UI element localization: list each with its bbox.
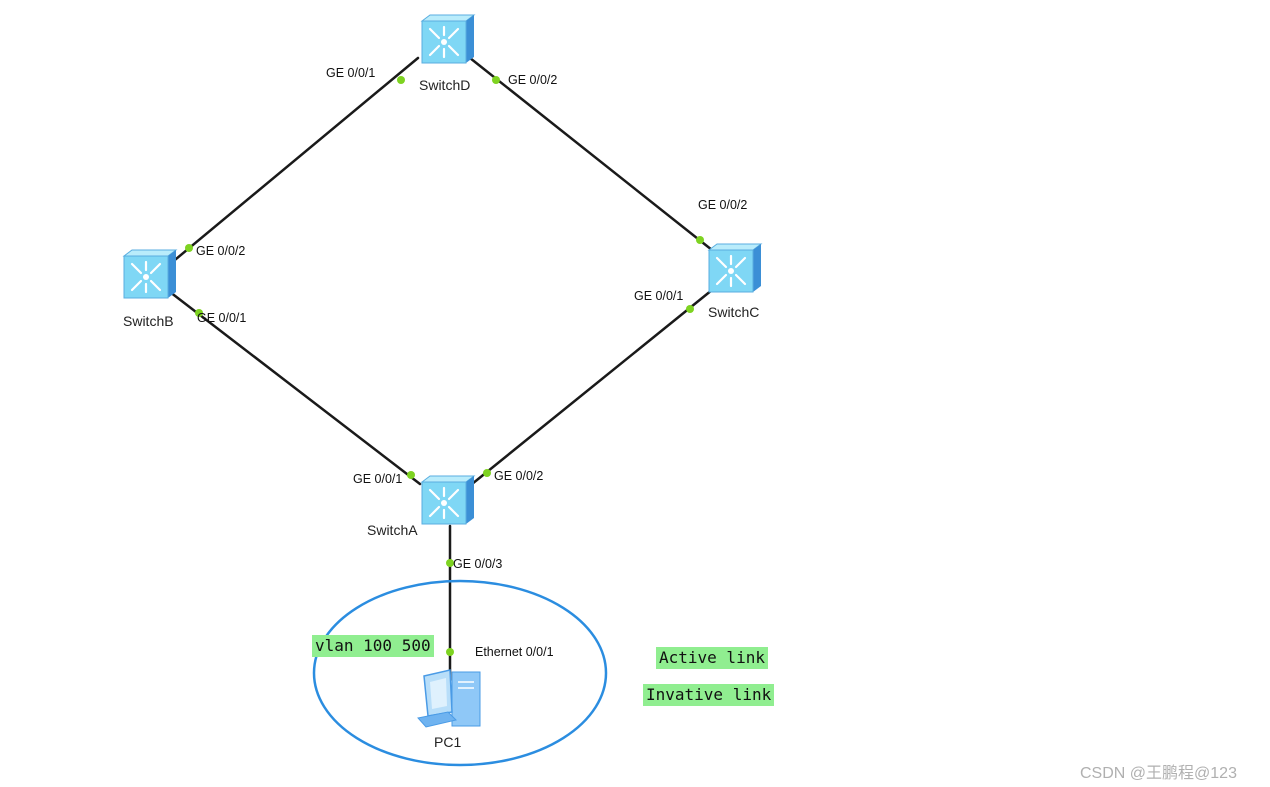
port-dot	[407, 471, 415, 479]
inactive-link-tag: Invative link	[643, 684, 775, 706]
active-link-tag: Active link	[656, 647, 768, 669]
port-dot	[185, 244, 193, 252]
port-dot	[397, 76, 405, 84]
port-label-b-ge002: GE 0/0/2	[196, 244, 246, 258]
port-label-b-ge001: GE 0/0/1	[197, 311, 247, 325]
port-dot	[492, 76, 500, 84]
vlan-tag: vlan 100 500	[312, 635, 434, 657]
watermark: CSDN @王鹏程@123	[1080, 765, 1237, 782]
switch-b-name: SwitchB	[123, 313, 174, 329]
switch-icon[interactable]	[420, 13, 476, 65]
port-label-a-ge003: GE 0/0/3	[453, 557, 503, 571]
port-label-pc-eth001: Ethernet 0/0/1	[475, 645, 554, 659]
switch-icon[interactable]	[122, 248, 178, 300]
port-dot	[446, 648, 454, 656]
switch-d-name: SwitchD	[419, 77, 471, 93]
switch-icon[interactable]	[707, 242, 763, 294]
switch-a-name: SwitchA	[367, 522, 418, 538]
port-dot	[483, 469, 491, 477]
port-dot	[195, 309, 203, 317]
port-label-d-ge001: GE 0/0/1	[326, 66, 376, 80]
port-label-c-ge002: GE 0/0/2	[698, 198, 748, 212]
port-dot	[686, 305, 694, 313]
port-label-a-ge002: GE 0/0/2	[494, 469, 544, 483]
pc-icon[interactable]	[417, 669, 481, 728]
link-b-a	[168, 290, 422, 486]
port-dot	[696, 236, 704, 244]
port-dot	[446, 559, 454, 567]
switch-c-name: SwitchC	[708, 304, 760, 320]
link-c-a	[470, 288, 714, 486]
link-d-c	[468, 56, 714, 252]
port-dots	[185, 76, 704, 656]
pc1-name: PC1	[434, 734, 462, 750]
port-label-c-ge001: GE 0/0/1	[634, 289, 684, 303]
link-d-b	[168, 56, 420, 266]
switch-icon[interactable]	[420, 474, 476, 526]
port-label-d-ge002: GE 0/0/2	[508, 73, 558, 87]
port-label-a-ge001: GE 0/0/1	[353, 472, 403, 486]
vlan-area-ellipse	[312, 579, 608, 767]
links	[168, 56, 714, 682]
